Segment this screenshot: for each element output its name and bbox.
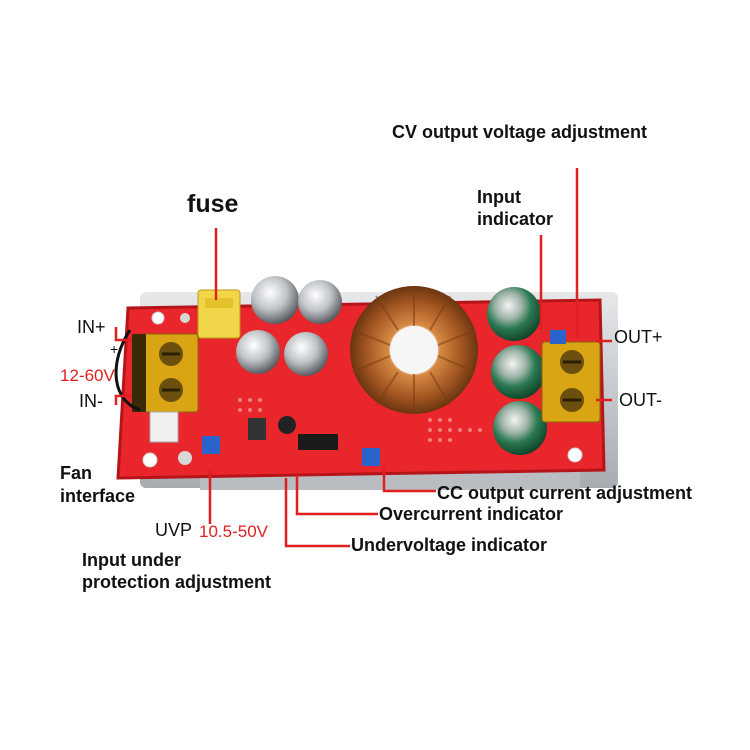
callout-lines	[114, 168, 612, 548]
cv-voltage-adjust-label: CV output voltage adjustment	[392, 122, 648, 142]
input-indicator-label-line1: Input	[477, 187, 521, 207]
toroid-inductor	[350, 286, 478, 414]
overcurrent-indicator-label: Overcurrent indicator	[379, 504, 564, 524]
fan-interface-label-line1: Fan	[60, 463, 93, 483]
control-ics	[248, 416, 338, 450]
out-minus-label: OUT-	[619, 390, 662, 410]
input-under-protection-label-line1: Input under	[82, 550, 181, 570]
input-capacitors	[236, 276, 342, 376]
fuse-component	[197, 289, 241, 339]
cc-current-adjust-label: CC output current adjustment	[437, 483, 692, 503]
output-terminal-block	[541, 341, 601, 423]
uvp-range-label: 10.5-50V	[199, 522, 268, 541]
plus-sign: +	[110, 341, 118, 357]
uvp-label: UVP	[155, 520, 193, 540]
in-minus-label: IN-	[79, 391, 103, 411]
input-range-label: 12-60V	[60, 366, 115, 385]
output-capacitors	[487, 287, 547, 455]
input-terminal-block	[132, 333, 199, 413]
potentiometers	[202, 330, 566, 466]
input-under-protection-label-line2: protection adjustment	[82, 572, 272, 592]
out-plus-label: OUT+	[614, 327, 663, 347]
fuse-label: fuse	[187, 190, 239, 218]
input-indicator-label-line2: indicator	[477, 209, 554, 229]
undervoltage-indicator-label: Undervoltage indicator	[351, 535, 548, 555]
in-plus-label: IN+	[77, 317, 106, 337]
fan-interface-label-line2: interface	[60, 486, 136, 506]
